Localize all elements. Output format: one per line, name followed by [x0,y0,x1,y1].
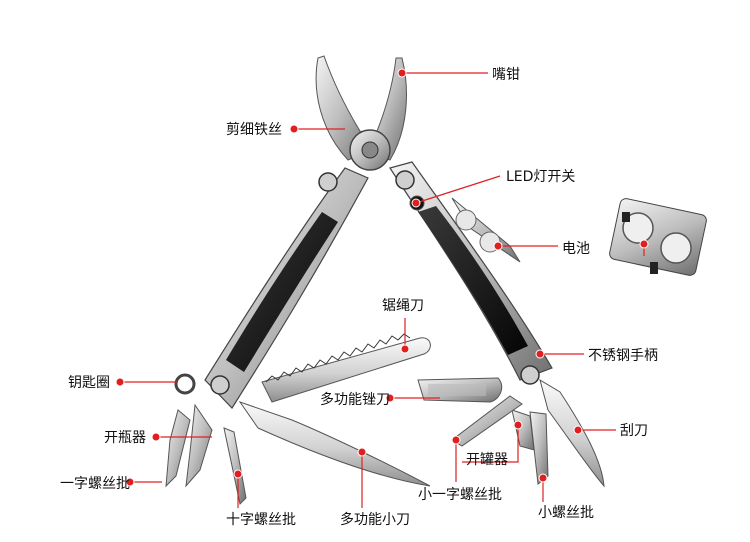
label-wire-cutter: 剪细铁丝 [226,122,282,138]
label-multi-file: 多功能锉刀 [320,392,390,408]
file-blade [417,377,503,403]
label-can-opener: 开罐器 [466,452,508,468]
small-screwdriver-tool [529,411,549,485]
callout-dot-battery [493,241,503,251]
callout-dot-scraper [573,425,583,435]
callout-dot-wire-cutter [289,124,299,134]
key-ring-tool [174,373,196,395]
callout-dot-saw-knife [400,344,410,354]
callout-dot-multi-knife [357,447,367,457]
callout-dot-key-ring [115,377,125,387]
multi-knife-blade [238,401,431,487]
label-key-ring: 钥匙圈 [68,375,110,391]
callouts [115,68,649,508]
label-led-switch: LED灯开关 [506,169,576,185]
label-battery: 电池 [562,241,590,257]
callout-dot-stainless-handle [535,349,545,359]
left-handle [204,167,369,409]
label-flat-screwdriver: 一字螺丝批 [60,476,130,492]
phillips-tool [223,427,247,506]
callout-dot-multi-file [385,393,395,403]
right-handle [389,161,553,385]
callout-dot-flat-screwdriver [125,477,135,487]
callout-dot-small-screwdriver [538,473,548,483]
scraper-tool [539,378,605,488]
label-small-flat-screwdriver: 小一字螺丝批 [418,487,502,503]
label-phillips-screwdriver: 十字螺丝批 [226,512,296,528]
flat-driver-tool [165,409,191,488]
callout-dot-led-switch [411,198,421,208]
callout-dot-bottle-opener [151,432,161,442]
multitool-illustration [165,55,707,506]
label-bottle-opener: 开瓶器 [104,430,146,446]
callout-dot-battery-pack [639,239,649,249]
callout-line-can-opener [462,425,519,463]
saw-blade [261,333,431,403]
pliers-jaws [315,55,407,171]
callout-dot-small-flat-screwdriver [451,435,461,445]
label-stainless-handle: 不锈钢手柄 [588,348,658,364]
callout-dot-needle-nose-pliers [397,68,407,78]
callout-dot-phillips-screwdriver [233,469,243,479]
battery-pack [609,198,707,276]
bottle-opener-tool [185,403,213,488]
label-multi-knife: 多功能小刀 [340,512,410,528]
label-small-screwdriver: 小螺丝批 [538,505,594,521]
label-scraper: 刮刀 [620,423,648,439]
callout-dot-can-opener [513,420,523,430]
label-needle-nose-pliers: 嘴钳 [492,67,520,83]
label-saw-knife: 锯绳刀 [382,298,424,314]
callout-line-led-switch [415,175,501,204]
small-flat-driver-tool [451,395,523,447]
